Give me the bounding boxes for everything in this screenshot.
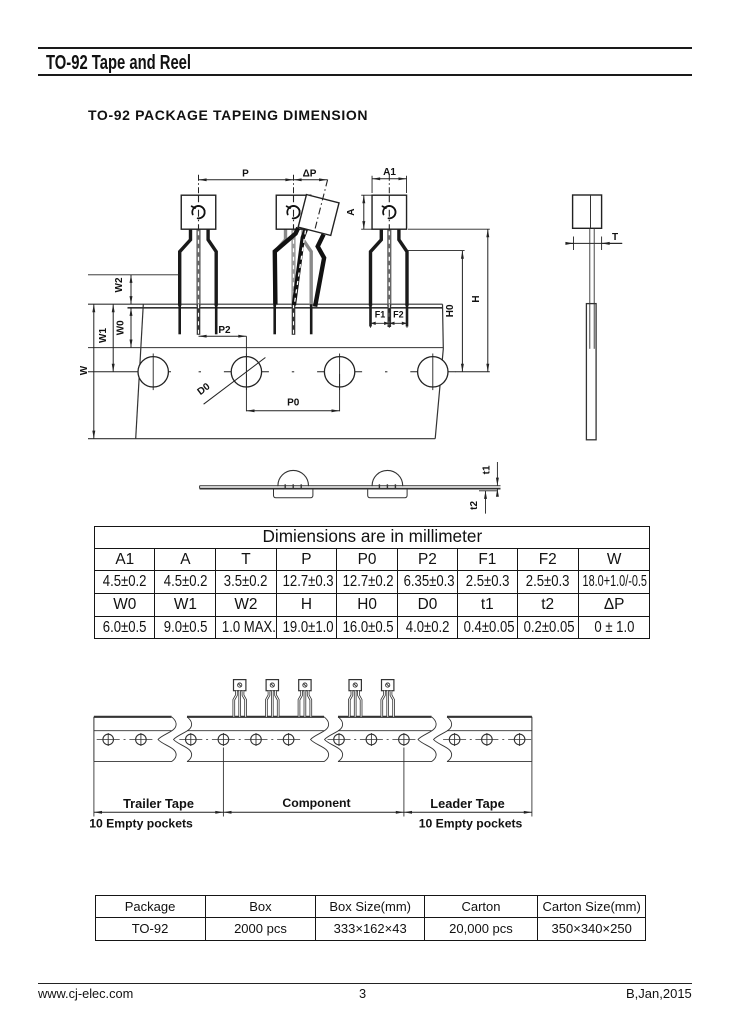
svg-text:F1: F1 <box>375 309 386 319</box>
svg-text:W0: W0 <box>116 320 127 335</box>
svg-text:Leader Tape: Leader Tape <box>430 796 504 811</box>
svg-text:P: P <box>242 168 249 179</box>
svg-text:H0: H0 <box>445 304 456 317</box>
svg-text:A: A <box>346 209 357 216</box>
svg-text:Component: Component <box>282 796 350 810</box>
svg-text:10 Empty pockets: 10 Empty pockets <box>89 817 193 831</box>
svg-text:A1: A1 <box>383 167 396 178</box>
svg-text:W1: W1 <box>98 328 109 343</box>
svg-text:H: H <box>471 295 482 302</box>
svg-text:10 Empty pockets: 10 Empty pockets <box>419 817 523 831</box>
svg-text:F2: F2 <box>393 309 404 319</box>
svg-text:t2: t2 <box>469 501 480 510</box>
svg-text:Trailer Tape: Trailer Tape <box>123 796 194 811</box>
svg-text:P0: P0 <box>287 397 300 408</box>
svg-text:D0: D0 <box>196 381 213 398</box>
svg-text:P2: P2 <box>218 325 231 336</box>
svg-text:t1: t1 <box>482 465 493 474</box>
svg-text:ΔP: ΔP <box>303 168 317 179</box>
svg-text:T: T <box>612 232 618 243</box>
svg-text:W: W <box>79 365 90 375</box>
svg-text:W2: W2 <box>114 277 125 292</box>
